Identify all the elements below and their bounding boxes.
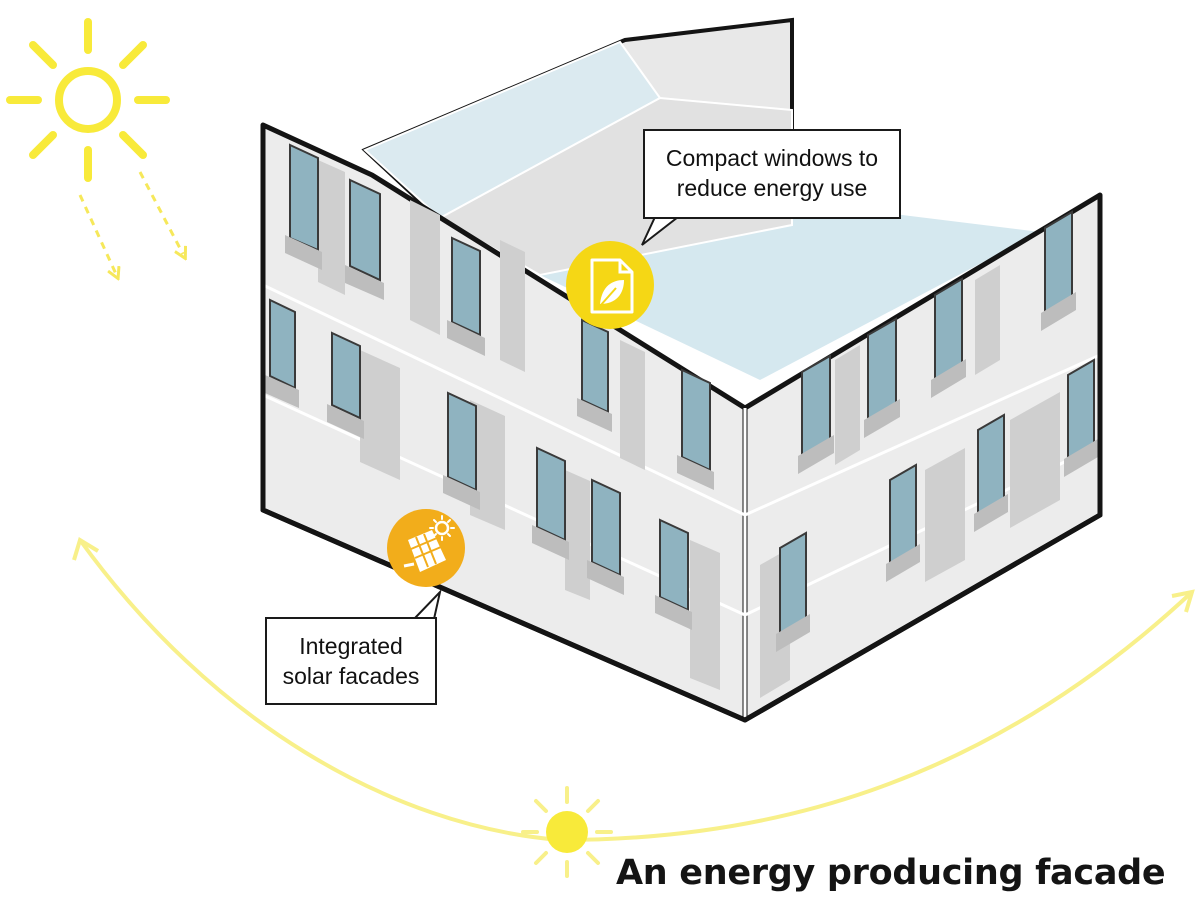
callout-compact-windows: Compact windows to reduce energy use [643, 129, 901, 219]
page-title: An energy producing facade [616, 853, 1166, 893]
isometric-building [260, 17, 1103, 723]
sunbeam-arrow [78, 171, 183, 274]
callout-solar-facades: Integrated solar facades [265, 617, 437, 705]
sun-icon [6, 18, 170, 182]
leaf-document-icon [566, 241, 654, 329]
callout-line: Compact windows to [665, 145, 879, 171]
sun-icon [521, 786, 613, 878]
callout-line: reduce energy use [676, 175, 868, 201]
callout-line: Integrated [299, 633, 403, 659]
callout-line: solar facades [282, 663, 420, 689]
solar-panel-sun-icon [387, 509, 465, 587]
